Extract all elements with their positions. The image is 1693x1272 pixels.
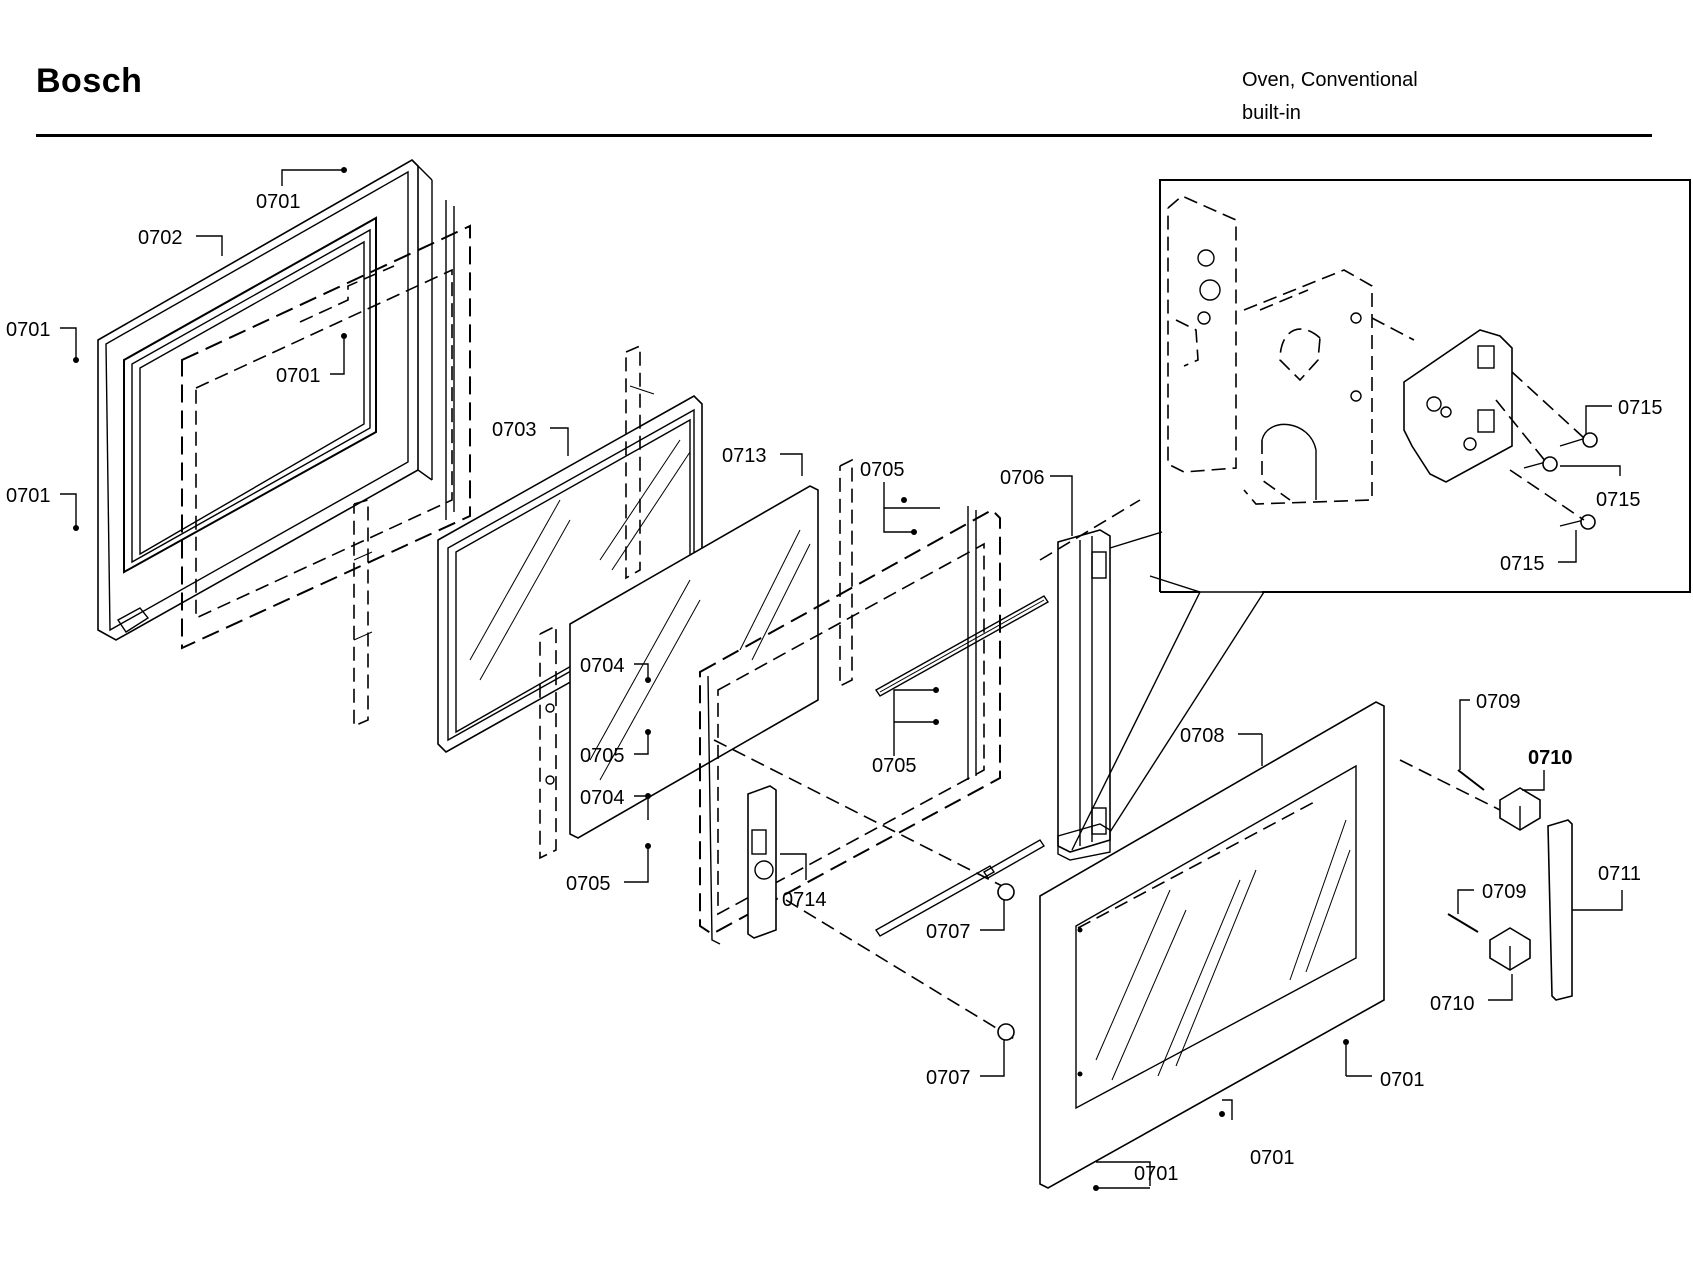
label-0715-a: 0715 <box>1618 397 1663 419</box>
hinge-0706 <box>1057 529 1111 861</box>
label-0708: 0708 <box>1180 725 1225 747</box>
screw-0715-c <box>1559 514 1596 530</box>
side-bracket-left <box>539 624 557 860</box>
header-divider <box>36 134 1652 137</box>
label-0710-b: 0710 <box>1430 993 1475 1015</box>
label-0701-inner: 0701 <box>276 365 321 387</box>
appliance-type: Oven, Conventional built-in <box>1242 64 1418 130</box>
label-0701-top: 0701 <box>256 191 301 213</box>
label-0704-b: 0704 <box>580 787 625 809</box>
leader-lines <box>60 167 1623 1191</box>
handle-pin-0709-b <box>1447 913 1479 933</box>
handle-pin-0709-a <box>1457 769 1485 791</box>
label-0705-b: 0705 <box>580 745 625 767</box>
door-frame-inner-dashed <box>181 200 471 650</box>
label-0714: 0714 <box>782 889 827 911</box>
label-0701-bottom-b: 0701 <box>1250 1147 1295 1169</box>
frame-bracket-strip <box>353 498 373 728</box>
lock-bracket-0714 <box>747 785 777 939</box>
label-0707-a: 0707 <box>926 921 971 943</box>
hinge-detail-inset <box>1159 179 1691 593</box>
label-0701-left-bottom: 0701 <box>6 485 51 507</box>
label-0706: 0706 <box>1000 467 1045 489</box>
label-0713: 0713 <box>722 445 767 467</box>
label-0704-a: 0704 <box>580 655 625 677</box>
assembly-dashed-lines <box>713 499 1501 1041</box>
glass-clip-strip <box>625 344 655 580</box>
handle-end-cap-0710-a <box>1499 787 1541 831</box>
washer-0707-b <box>997 1023 1015 1041</box>
label-0703: 0703 <box>492 419 537 441</box>
label-0701-bottom-a: 0701 <box>1134 1163 1179 1185</box>
washer-0707-a <box>997 883 1015 901</box>
glass-panel-0713 <box>569 485 819 839</box>
label-0705-c: 0705 <box>566 873 611 895</box>
label-0701-left-top: 0701 <box>6 319 51 341</box>
label-0701-bottom-c: 0701 <box>1380 1069 1425 1091</box>
label-0705-top: 0705 <box>860 459 905 481</box>
label-0710-a: 0710 <box>1528 747 1573 769</box>
door-rails <box>874 595 1050 937</box>
label-0707-b: 0707 <box>926 1067 971 1089</box>
part-labels: 0701 0702 0701 0701 0701 0703 0713 0705 … <box>6 191 1663 1185</box>
label-0709-a: 0709 <box>1476 691 1521 713</box>
label-0715-b: 0715 <box>1596 489 1641 511</box>
label-0705-mid: 0705 <box>872 755 917 777</box>
side-bracket-right <box>839 458 853 688</box>
label-0709-b: 0709 <box>1482 881 1527 903</box>
handle-bar-0711 <box>1547 819 1573 1001</box>
outer-door-0708 <box>1039 701 1385 1189</box>
label-0702: 0702 <box>138 227 183 249</box>
label-0711: 0711 <box>1598 863 1641 885</box>
screw-0715-a <box>1559 432 1598 448</box>
screw-0715-b <box>1523 456 1558 472</box>
handle-end-cap-0710-b <box>1489 927 1531 971</box>
appliance-type-line1: Oven, Conventional <box>1242 69 1418 91</box>
brand-name: Bosch <box>36 62 143 100</box>
appliance-type-line2: built-in <box>1242 102 1301 124</box>
label-0715-c: 0715 <box>1500 553 1545 575</box>
door-frame-0702 <box>97 159 433 641</box>
